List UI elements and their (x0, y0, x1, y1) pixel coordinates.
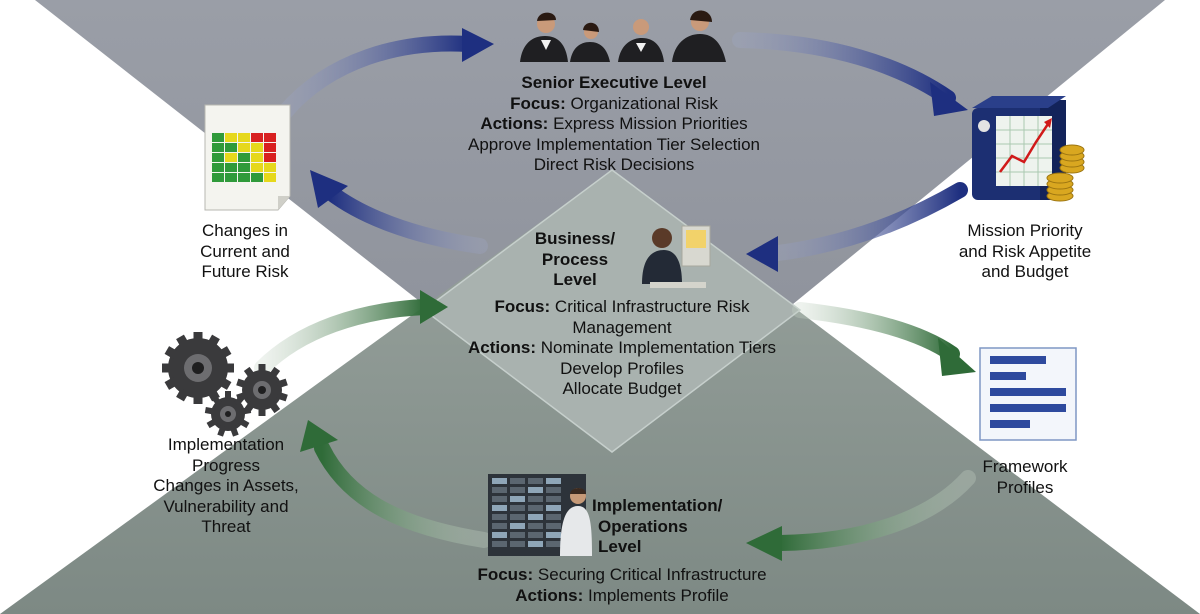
implementation-actions-label: Actions: (515, 585, 584, 605)
senior-line3: Approve Implementation Tier Selection (468, 134, 760, 154)
senior-actions-text: Express Mission Priorities (553, 114, 748, 133)
framework-line1: Framework (982, 457, 1068, 476)
business-title-1: Business/ (534, 229, 616, 248)
implementation-title: Implementation/ Operations Level (592, 496, 742, 558)
arrow-progress-to-business (254, 299, 433, 376)
risk-heatmap-document-icon (204, 104, 291, 211)
business-focus-text2: Management (572, 317, 672, 337)
progress-line5: Threat (201, 517, 251, 536)
framework-profiles-label: Framework Profiles (955, 457, 1095, 498)
changes-line3: Future Risk (201, 262, 289, 281)
business-line4: Allocate Budget (562, 379, 682, 398)
mission-line2: and Risk Appetite (958, 241, 1092, 261)
mission-priority-label: Mission Priority and Risk Appetite and B… (930, 221, 1120, 283)
changes-line1: Changes in (201, 221, 288, 240)
implementation-focus-text: Securing Critical Infrastructure (537, 565, 767, 584)
business-title-3: Level (553, 270, 597, 289)
server-room-icon (488, 474, 592, 556)
business-line3: Develop Profiles (560, 358, 684, 378)
arrow-mission-to-business (770, 182, 968, 261)
progress-line3: Changes in Assets, (153, 476, 299, 495)
binder-budget-icon (972, 96, 1085, 202)
implementation-title-3: Level (598, 537, 642, 556)
business-title-2: Process (541, 249, 609, 269)
arrow-framework-to-implementation (772, 470, 976, 551)
senior-focus-text: Organizational Risk (570, 93, 718, 113)
business-focus-label: Focus: (494, 297, 551, 316)
progress-line4: Vulnerability and (163, 496, 289, 516)
senior-actions-label: Actions: (480, 114, 549, 133)
arrow-implementation-to-progress (314, 440, 492, 548)
arrow-business-to-changes (322, 184, 488, 254)
progress-line1: Implementation (167, 435, 285, 454)
mission-line1: Mission Priority (967, 221, 1083, 240)
implementation-actions-text: Implements Profile (587, 585, 729, 605)
business-actions-label: Actions: (467, 338, 536, 357)
executives-group-icon (520, 10, 726, 62)
gears-icon (162, 332, 288, 437)
implementation-title-2: Operations (598, 516, 688, 536)
business-details: Focus: Critical Infrastructure Risk Mana… (402, 297, 842, 400)
senior-focus-label: Focus: (510, 93, 566, 113)
senior-executive-block: Senior Executive Level Focus: Organizati… (400, 73, 828, 176)
person-at-computer-icon (642, 225, 711, 288)
senior-line4: Direct Risk Decisions (533, 155, 695, 174)
arrow-changes-to-senior (277, 35, 476, 120)
implementation-progress-label: Implementation Progress Changes in Asset… (126, 435, 326, 538)
changes-line2: Current and (200, 241, 290, 261)
mission-line3: and Budget (981, 262, 1069, 281)
framework-profiles-icon (979, 347, 1077, 441)
implementation-focus-label: Focus: (477, 565, 534, 584)
business-title: Business/ Process Level (512, 229, 638, 291)
business-actions-text: Nominate Implementation Tiers (540, 338, 776, 357)
progress-line2: Progress (191, 455, 261, 475)
arrow-senior-to-mission (732, 32, 956, 106)
senior-title: Senior Executive Level (521, 73, 707, 92)
changes-in-risk-label: Changes in Current and Future Risk (172, 221, 318, 283)
framework-line2: Profiles (996, 477, 1054, 497)
implementation-title-1: Implementation/ (592, 496, 723, 515)
implementation-details: Focus: Securing Critical Infrastructure … (402, 565, 842, 606)
business-focus-text: Critical Infrastructure Risk (554, 297, 750, 316)
